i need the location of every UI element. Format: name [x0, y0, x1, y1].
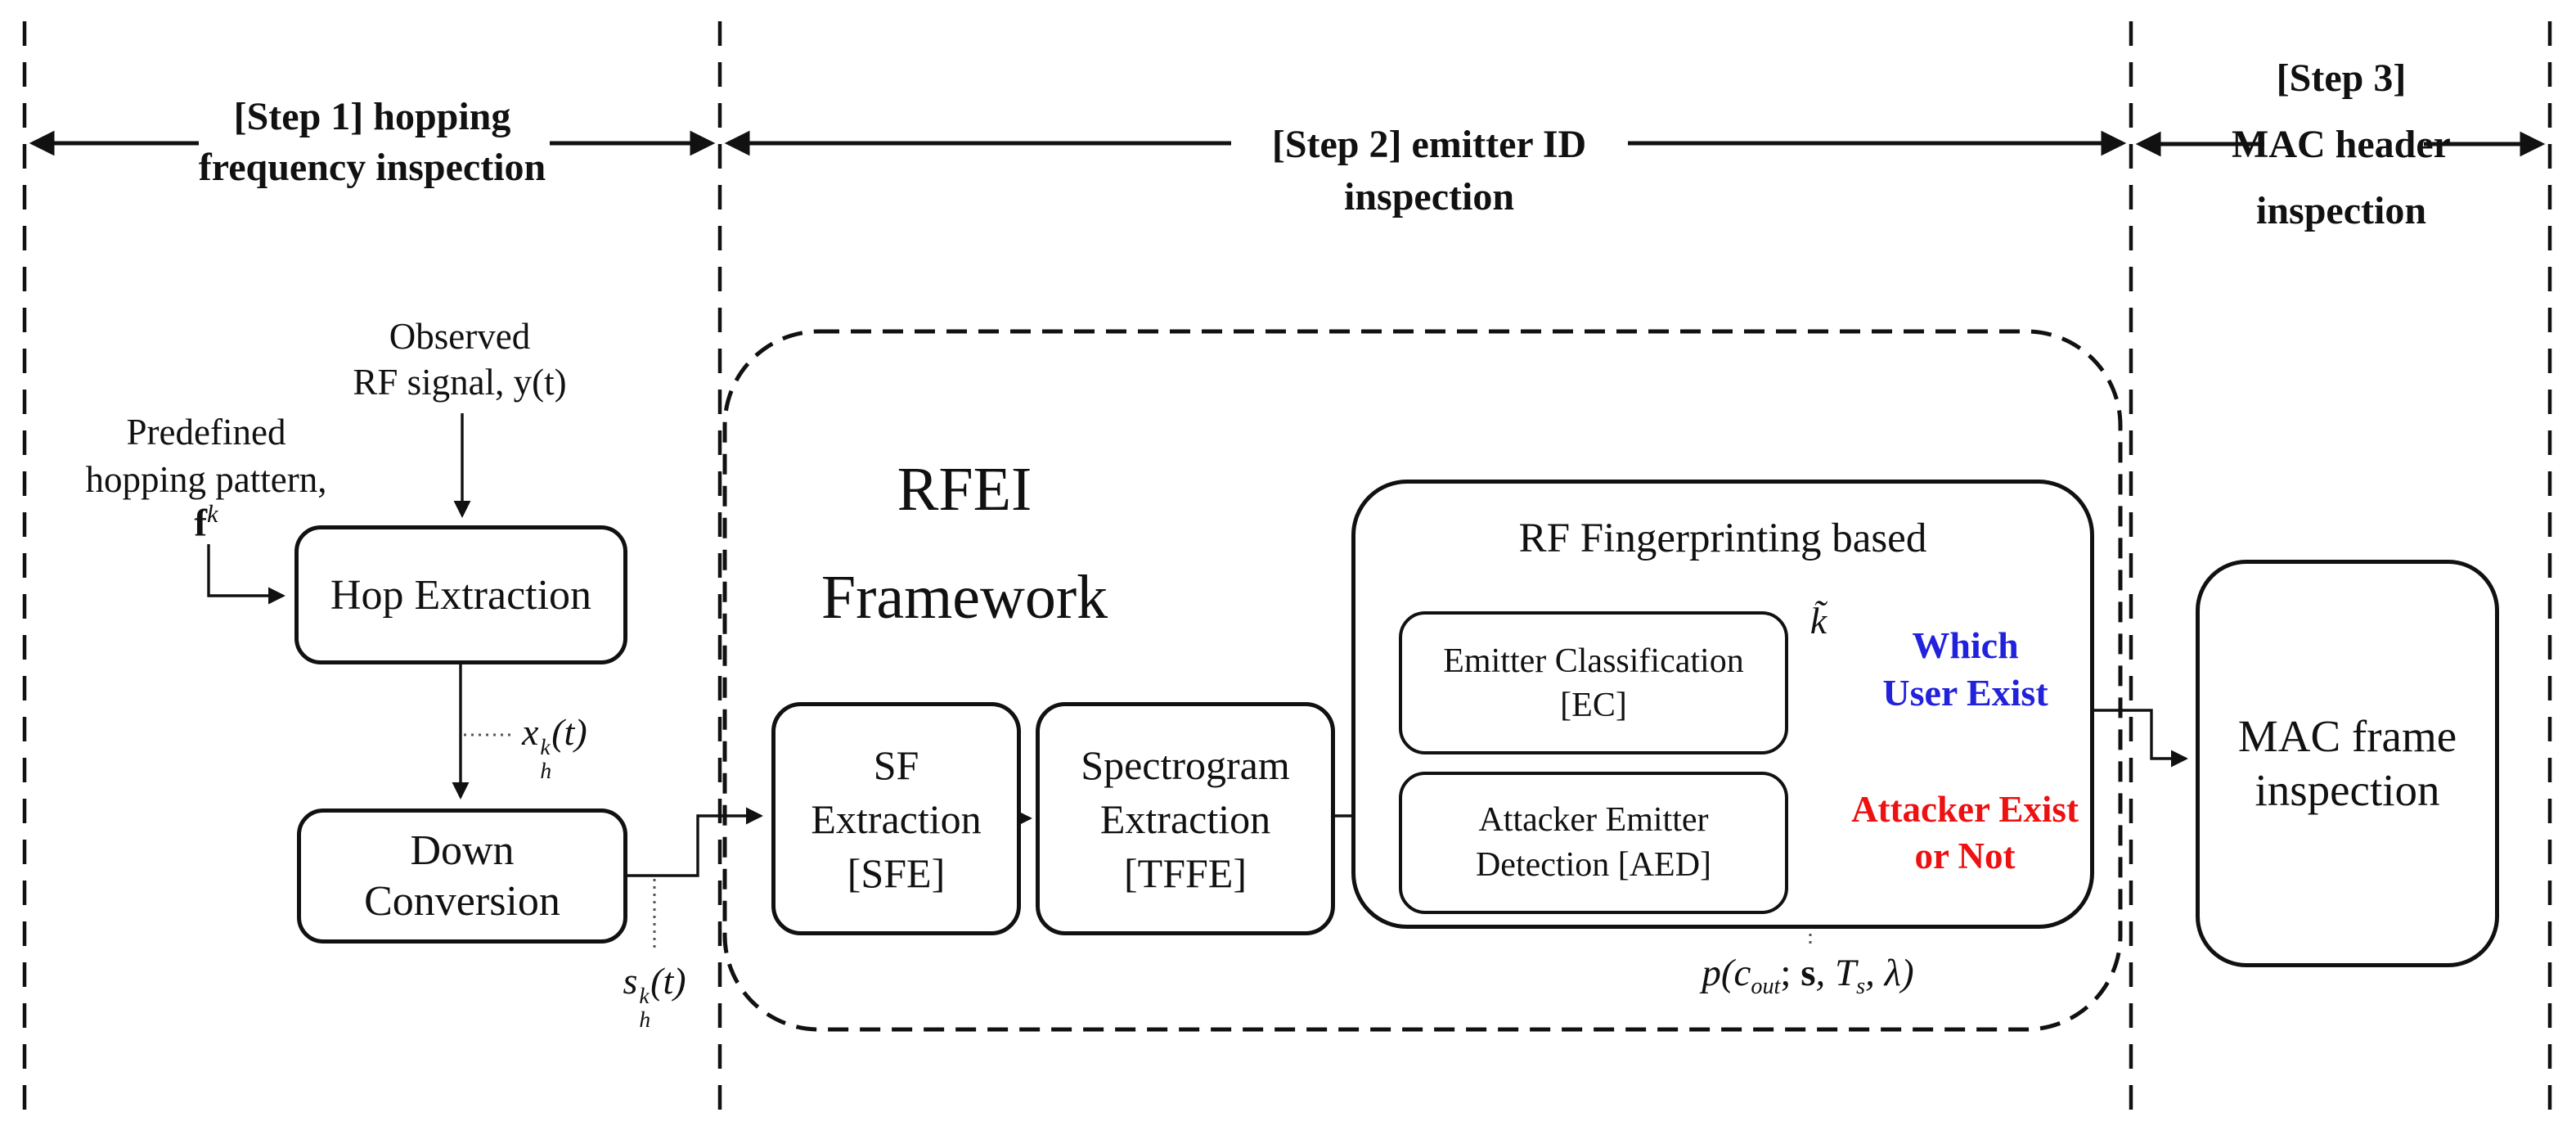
predefined-hopping-pattern-label: Predefined hopping pattern, [26, 408, 386, 503]
pcout-post: , λ) [1865, 952, 1914, 994]
shk-base: s [623, 960, 638, 1002]
shk-superscript: k [639, 983, 650, 1009]
section-boundary-lines [22, 21, 2552, 1126]
tffe-line: Spectrogram [1081, 741, 1290, 788]
attacker-emitter-detection-box: Attacker Emitter Detection [AED] [1399, 772, 1788, 914]
spectrogram-extraction-box: Spectrogram Extraction [TFFE] [1036, 702, 1335, 935]
hop-extraction-box: Hop Extraction [294, 525, 627, 664]
pcout-subscript-s: s [1856, 973, 1866, 999]
step1-header-line: frequency inspection [198, 146, 546, 189]
fk-base: f [194, 502, 208, 545]
step3-header-line: inspection [2255, 189, 2427, 232]
aed-line: Attacker Emitter [1478, 801, 1709, 839]
step3-header-line: MAC header [2232, 123, 2451, 166]
tffe-line: Extraction [1099, 795, 1271, 842]
pcout-mid: ; [1780, 952, 1801, 994]
which-user-line: Which [1912, 624, 2019, 666]
emitter-classification-box: Emitter Classification [EC] [1399, 611, 1788, 754]
pcout-pre: p(c [1702, 952, 1751, 994]
attacker-exist-label: Attacker Exist or Not [1826, 786, 2104, 880]
which-user-exist-label: Which User Exist [1841, 622, 2090, 717]
predefined-line: hopping pattern, [85, 459, 327, 500]
hop-extraction-label: Hop Extraction [330, 571, 592, 619]
shk-subscript: h [639, 1006, 651, 1032]
step2-header-line: [Step 2] emitter ID [1271, 123, 1587, 166]
fk-label: fk [26, 493, 386, 545]
down-conversion-line: Conversion [364, 877, 560, 925]
mac-frame-inspection-box: MAC frame inspection [2196, 560, 2499, 967]
shk-rest: (t) [650, 960, 686, 1002]
down-conversion-box: Down Conversion [297, 808, 627, 944]
down-conversion-line: Down [410, 826, 515, 874]
predefined-line: Predefined [126, 412, 286, 453]
rfei-framework-container [722, 329, 2123, 1032]
tffe-line: [TFFE] [1124, 849, 1247, 896]
fk-to-hop-arrow [207, 544, 285, 605]
rfei-framework-label: RFEI Framework [760, 435, 1169, 651]
step2-header-line: inspection [1343, 175, 1515, 218]
xhk-superscript: k [540, 734, 551, 760]
aed-line: Detection [AED] [1475, 846, 1712, 884]
xhk-subscript: h [540, 757, 552, 783]
rf-fingerprinting-title: RF Fingerprinting based [1518, 516, 1927, 561]
ec-line: Emitter Classification [1443, 642, 1744, 680]
observed-rf-signal-label: Observed RF signal, y(t) [247, 313, 672, 405]
pcout-mid2: , T [1815, 952, 1857, 994]
step3-header: [Step 3] MAC header inspection [2178, 45, 2505, 244]
pcout-label: p(cout; s, Ts, λ) [1669, 951, 1947, 1000]
observed-line: RF signal, y(t) [353, 362, 567, 403]
rf-to-mac-arrow [2094, 709, 2188, 768]
down-to-sfe-arrow [627, 807, 763, 877]
ec-line: [EC] [1560, 686, 1627, 724]
sf-extraction-box: SF Extraction [SFE] [771, 702, 1021, 935]
attacker-exist-line: Attacker Exist [1851, 789, 2079, 830]
xhk-rest: (t) [551, 711, 587, 753]
sfe-line: Extraction [811, 795, 982, 842]
step2-header: [Step 2] emitter ID inspection [1143, 119, 1715, 223]
sfe-line: SF [873, 741, 919, 788]
step1-header: [Step 1] hopping frequency inspection [102, 92, 642, 193]
which-user-line: User Exist [1882, 672, 2048, 714]
xhk-base: x [522, 711, 539, 753]
rfei-framework-line: RFEI [897, 455, 1032, 524]
ktilde-label: k̃ [1809, 600, 1827, 642]
mac-line: MAC frame [2237, 711, 2457, 761]
header-dimension-arrows [29, 130, 2546, 157]
fk-superscript: k [207, 500, 218, 528]
step1-header-line: [Step 1] hopping [233, 95, 511, 138]
attacker-exist-line: or Not [1914, 835, 2016, 876]
rfei-framework-line: Framework [820, 563, 1108, 632]
mac-line: inspection [2255, 765, 2440, 815]
pcout-subscript-out: out [1751, 973, 1781, 999]
sfe-line: [SFE] [847, 849, 946, 896]
observed-line: Observed [389, 316, 531, 357]
step3-header-line: [Step 3] [2276, 56, 2407, 100]
pcout-bold-s: s [1801, 952, 1816, 994]
